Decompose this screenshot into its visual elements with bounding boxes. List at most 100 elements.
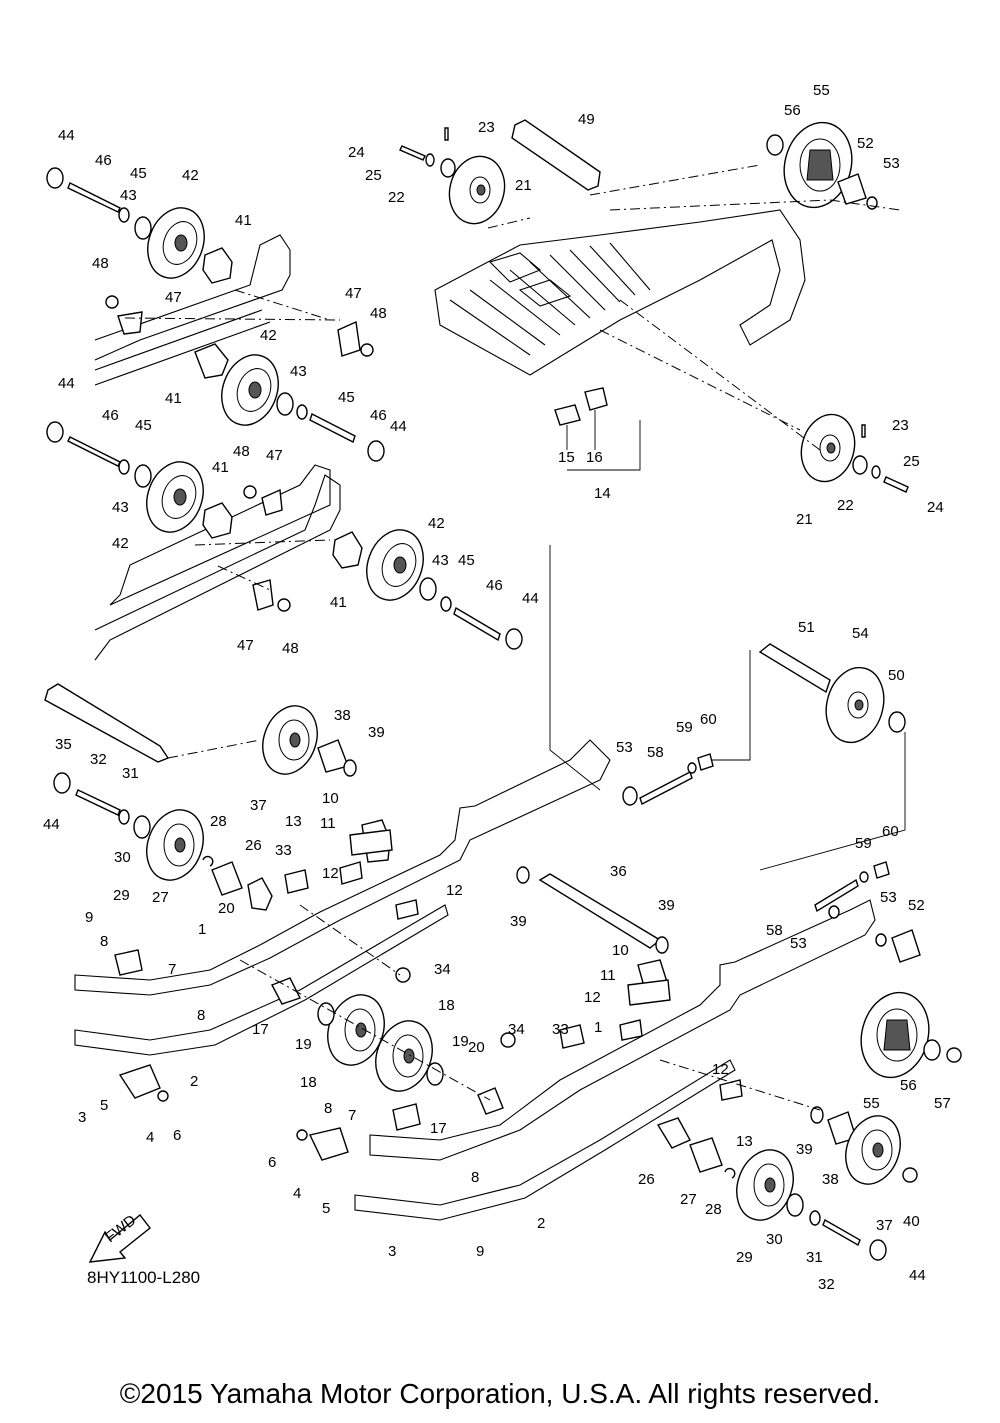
- collar-17-right: [477, 1087, 504, 1115]
- callout-c3b: 3: [388, 1243, 396, 1260]
- collar-50: [888, 711, 906, 733]
- callout-c29a: 29: [113, 887, 130, 904]
- callout-c55a: 55: [813, 82, 830, 99]
- callout-c1b: 1: [594, 1019, 602, 1036]
- callout-c46c: 46: [102, 407, 119, 424]
- diagram-code: 8HY1100-L280: [87, 1268, 201, 1287]
- callout-c59b: 59: [855, 835, 872, 852]
- callout-c25b: 25: [903, 453, 920, 470]
- callout-c45d: 45: [458, 552, 475, 569]
- callout-c19b: 19: [452, 1033, 469, 1050]
- bearing-30-left: [133, 815, 151, 839]
- callout-c29b: 29: [736, 1249, 753, 1266]
- callout-c28b: 28: [705, 1201, 722, 1218]
- callout-c21b: 21: [796, 511, 813, 528]
- nut-48-c: [243, 485, 257, 499]
- callout-c33b: 33: [552, 1021, 569, 1038]
- idler-wheel-42-mid: [221, 354, 279, 426]
- collar-22-right: [852, 455, 868, 475]
- callout-c6a: 6: [173, 1127, 181, 1144]
- collar-44-top: [46, 167, 64, 189]
- callout-c53d: 53: [880, 889, 897, 906]
- idler-wheel-54: [825, 666, 885, 744]
- bracket-11-right: [627, 979, 671, 1006]
- callout-c35: 35: [55, 736, 72, 753]
- callout-c47b: 47: [345, 285, 362, 302]
- nut-60-a: [697, 753, 714, 771]
- idler-wheel-42-top: [147, 207, 205, 279]
- callout-c11b: 11: [600, 967, 616, 984]
- bumper-4-left: [118, 1064, 161, 1099]
- callout-c44d: 44: [522, 590, 539, 607]
- callout-c20b: 20: [468, 1039, 485, 1056]
- idler-wheel-42-low: [366, 529, 424, 601]
- callout-c20a: 20: [218, 900, 235, 917]
- callout-c48d: 48: [282, 640, 299, 657]
- callout-c46d: 46: [486, 577, 503, 594]
- middle-assembly: [44, 545, 906, 911]
- callout-c58b: 58: [766, 922, 783, 939]
- callout-c56a: 56: [784, 102, 801, 119]
- callout-c54: 54: [852, 625, 869, 642]
- washer-45-mid: [296, 404, 308, 420]
- callout-c8c: 8: [324, 1100, 332, 1117]
- bearing-19-left: [317, 1002, 335, 1026]
- callout-c44b: 44: [390, 418, 407, 435]
- circlip-28-right: [724, 1167, 736, 1179]
- bolt-46-mid: [309, 413, 356, 443]
- bearing-56-right: [923, 1039, 941, 1061]
- callout-c43c: 43: [112, 499, 129, 516]
- callout-c60b: 60: [882, 823, 899, 840]
- idler-wheel-37-left: [262, 705, 318, 775]
- idler-wheel-37-right: [845, 1115, 901, 1185]
- lower-assembly: [74, 739, 962, 1261]
- callout-c27b: 27: [680, 1191, 697, 1208]
- slide-rail-1-right: [369, 899, 876, 1161]
- callout-c1a: 1: [198, 921, 206, 938]
- track-assembly: [399, 119, 909, 493]
- callout-c53a: 53: [883, 155, 900, 172]
- idler-wheel-55-top: [783, 121, 853, 209]
- plug-23-right: [861, 424, 866, 438]
- callout-c37a: 37: [250, 797, 267, 814]
- slide-rail-2-left: [74, 904, 449, 1056]
- bearing-43-low: [419, 577, 437, 601]
- ring-39-left: [343, 759, 357, 777]
- idler-wheel-29-left: [146, 809, 204, 881]
- callout-c31a: 31: [122, 765, 139, 782]
- collar-44-left2: [46, 421, 64, 443]
- collar-22-top: [440, 158, 456, 178]
- collar-27-right: [689, 1137, 723, 1173]
- circlip-28-left: [202, 855, 214, 867]
- callout-c22b: 22: [837, 497, 854, 514]
- washer-53-d: [875, 933, 887, 947]
- callout-c34a: 34: [434, 961, 451, 978]
- nut-60-b: [873, 861, 890, 879]
- callout-c45a: 45: [130, 165, 147, 182]
- washer-6-right: [296, 1129, 308, 1141]
- collar-41-mid: [194, 343, 229, 379]
- collar-44-low: [505, 628, 523, 650]
- bracket-47-a: [117, 311, 143, 335]
- washer-25-right: [871, 465, 881, 479]
- callout-c42b: 42: [260, 327, 277, 344]
- callout-c14: 14: [594, 485, 611, 502]
- callout-c26b: 26: [638, 1171, 655, 1188]
- callout-c46a: 46: [95, 152, 112, 169]
- upper-left-assembly: [46, 167, 523, 661]
- callout-c11a: 11: [320, 815, 336, 832]
- idler-wheel-29-right: [736, 1149, 794, 1221]
- washer-31-right: [809, 1210, 821, 1226]
- callout-c34b: 34: [508, 1021, 525, 1038]
- bolt-46-top: [67, 182, 121, 213]
- plate-12-d: [719, 1079, 743, 1101]
- callout-c39c: 39: [658, 897, 675, 914]
- callout-c16: 16: [586, 449, 603, 466]
- plug-23-top: [444, 127, 449, 141]
- callout-c8d: 8: [471, 1169, 479, 1186]
- track-belt: [434, 209, 806, 376]
- callout-c42c: 42: [112, 535, 129, 552]
- callout-c7a: 7: [168, 961, 176, 978]
- callout-c28a: 28: [210, 813, 227, 830]
